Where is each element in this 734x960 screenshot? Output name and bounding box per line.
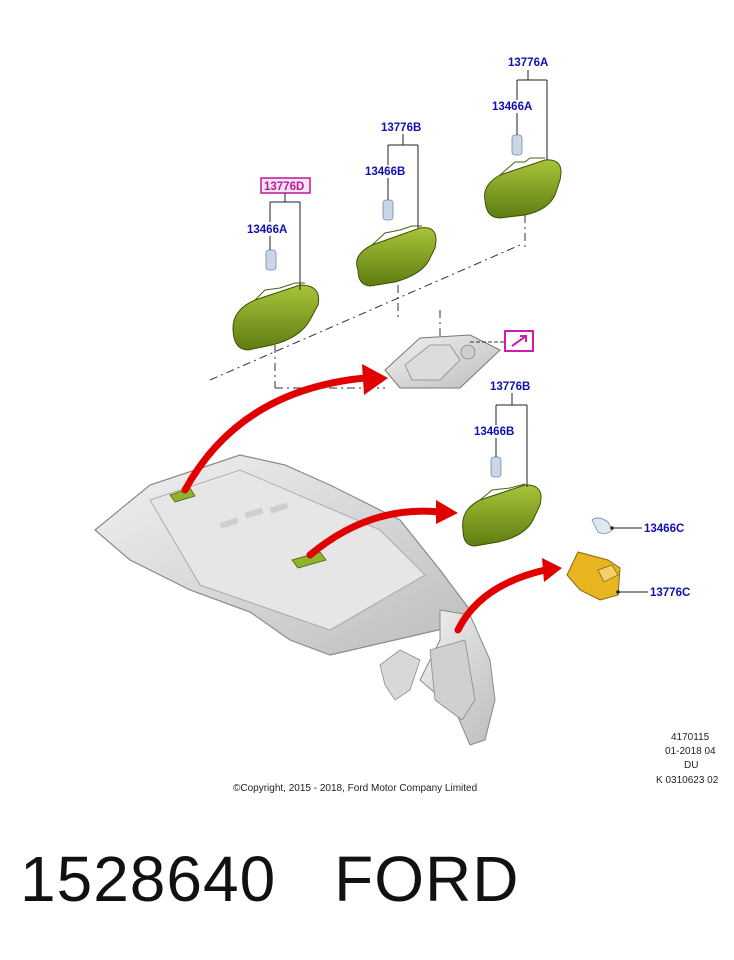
bulb-icon: [382, 199, 394, 221]
part-number-heading: 1528640 FORD: [20, 842, 519, 916]
external-link-icon[interactable]: [504, 330, 534, 352]
lamp-assembly-13776c: [566, 517, 621, 601]
brand-name: FORD: [334, 843, 520, 915]
label-13776c[interactable]: 13776C: [650, 587, 690, 599]
ref-line-1: 4170115: [671, 732, 710, 743]
bulb-icon: [591, 517, 613, 534]
lamp-assembly-13776a: [484, 134, 562, 219]
roof-console-bracket: [384, 334, 501, 389]
label-13776b-lower[interactable]: 13776B: [490, 381, 530, 393]
roof-headliner: [94, 454, 471, 656]
label-13776b-upper[interactable]: 13776B: [381, 122, 421, 134]
callout-lines-3: [269, 193, 301, 290]
callout-lines-5: [612, 527, 648, 593]
callout-lines-1: [516, 70, 548, 160]
ref-line-4: K 0310623 02: [656, 775, 719, 786]
label-13466b-lower[interactable]: 13466B: [474, 426, 514, 438]
bulb-icon: [490, 456, 502, 478]
label-13776a-top[interactable]: 13776A: [508, 57, 548, 69]
callout-lines-4: [495, 393, 528, 487]
label-13466a-top[interactable]: 13466A: [492, 101, 532, 113]
ref-line-2: 01-2018 04: [665, 746, 716, 757]
label-13466a-left[interactable]: 13466A: [247, 224, 287, 236]
bulb-icon: [265, 249, 277, 271]
lamp-assembly-13776d: [232, 249, 320, 351]
red-arrows: [181, 374, 549, 634]
ref-line-3: DU: [684, 760, 698, 771]
bulb-icon: [511, 134, 523, 156]
label-13466b-upper[interactable]: 13466B: [365, 166, 405, 178]
part-number: 1528640: [20, 843, 277, 915]
pillar-trim: [379, 609, 496, 746]
copyright-text: ©Copyright, 2015 - 2018, Ford Motor Comp…: [233, 783, 477, 794]
lamp-assembly-13776b-upper: [356, 199, 437, 287]
label-13776d[interactable]: 13776D: [264, 181, 304, 193]
label-13466c[interactable]: 13466C: [644, 523, 684, 535]
callout-lines-2: [387, 134, 419, 228]
lamp-assembly-13776b-lower: [462, 456, 542, 547]
arrowheads: [362, 364, 562, 582]
